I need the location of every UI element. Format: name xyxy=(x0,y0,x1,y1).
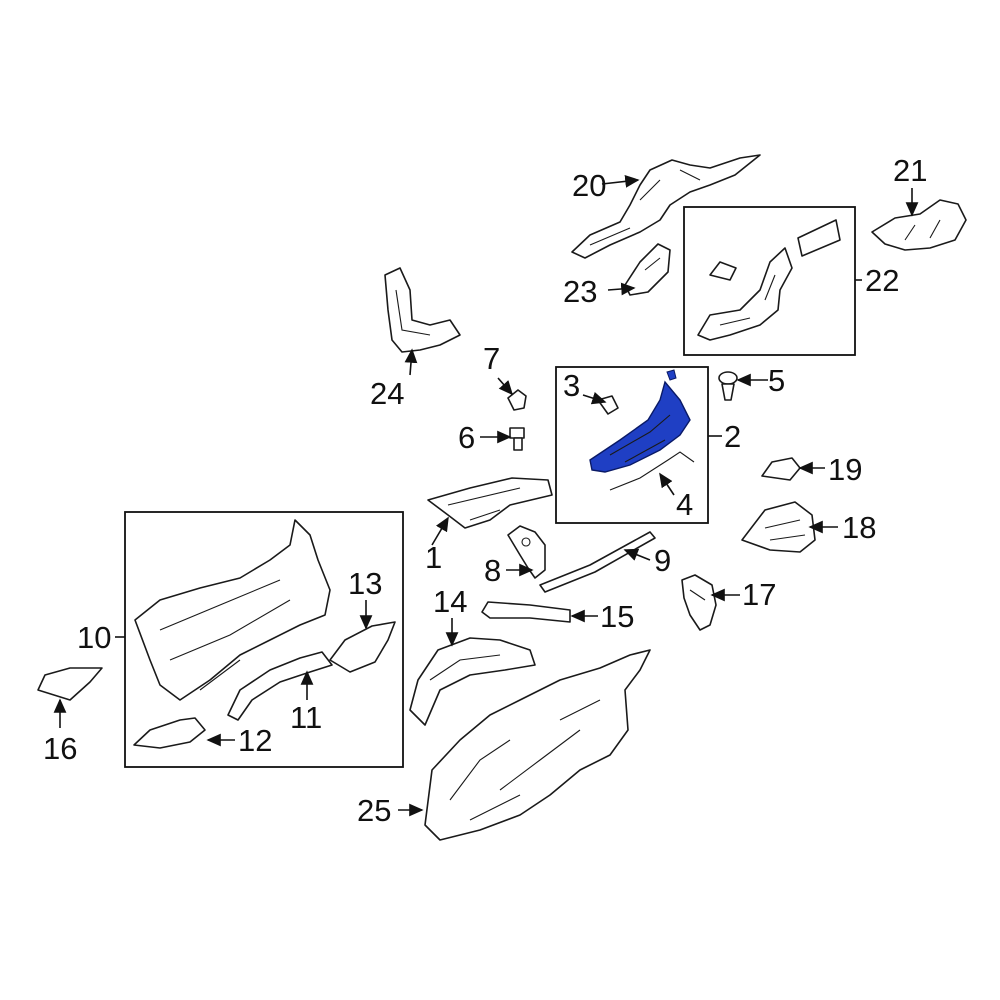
group-box-22 xyxy=(683,206,856,356)
callout-14[interactable]: 14 xyxy=(433,584,467,619)
group-box-2 xyxy=(555,366,709,524)
part-11[interactable] xyxy=(227,651,333,721)
callout-2[interactable]: 2 xyxy=(724,419,741,454)
part-17[interactable] xyxy=(681,574,717,631)
callout-23[interactable]: 23 xyxy=(563,274,597,309)
part-22[interactable] xyxy=(697,219,841,341)
part-16[interactable] xyxy=(37,667,103,701)
part-23[interactable] xyxy=(624,243,671,296)
callout-4[interactable]: 4 xyxy=(676,487,693,522)
callout-24[interactable]: 24 xyxy=(370,376,404,411)
callout-25[interactable]: 25 xyxy=(357,793,391,828)
callout-1[interactable]: 1 xyxy=(425,540,442,575)
part-10[interactable] xyxy=(134,519,331,701)
callout-17[interactable]: 17 xyxy=(742,577,776,612)
part-24[interactable] xyxy=(384,267,461,353)
part-5[interactable] xyxy=(718,371,738,401)
callout-20[interactable]: 20 xyxy=(572,168,606,203)
part-19[interactable] xyxy=(761,457,801,481)
group-box-10 xyxy=(124,511,404,768)
part-20[interactable] xyxy=(571,154,761,259)
part-25[interactable] xyxy=(424,649,651,841)
part-21[interactable] xyxy=(871,199,967,251)
callout-3[interactable]: 3 xyxy=(563,368,580,403)
part-15[interactable] xyxy=(481,601,571,623)
callout-18[interactable]: 18 xyxy=(842,510,876,545)
callout-5[interactable]: 5 xyxy=(768,363,785,398)
part-3[interactable] xyxy=(597,395,619,415)
part-9[interactable] xyxy=(539,531,656,593)
part-18[interactable] xyxy=(741,501,816,553)
callout-22[interactable]: 22 xyxy=(865,263,899,298)
callout-8[interactable]: 8 xyxy=(484,553,501,588)
callout-16[interactable]: 16 xyxy=(43,731,77,766)
leaders xyxy=(53,175,919,817)
callout-10[interactable]: 10 xyxy=(77,620,111,655)
callout-6[interactable]: 6 xyxy=(458,420,475,455)
callout-11[interactable]: 11 xyxy=(290,700,322,735)
callout-12[interactable]: 12 xyxy=(238,723,272,758)
part-12[interactable] xyxy=(133,717,206,749)
callout-19[interactable]: 19 xyxy=(828,452,862,487)
callout-15[interactable]: 15 xyxy=(600,599,634,634)
part-8[interactable] xyxy=(507,525,546,579)
callouts: 20 21 22 23 24 7 6 3 5 2 4 19 1 8 9 18 1… xyxy=(43,153,927,828)
part-1[interactable] xyxy=(427,477,553,529)
part-6[interactable] xyxy=(509,427,525,451)
callout-21[interactable]: 21 xyxy=(893,153,927,188)
callout-7[interactable]: 7 xyxy=(483,341,500,376)
callout-9[interactable]: 9 xyxy=(654,543,671,578)
part-4[interactable] xyxy=(609,451,695,491)
part-2-highlighted[interactable] xyxy=(589,369,691,473)
part-13[interactable] xyxy=(329,621,396,673)
part-14[interactable] xyxy=(409,637,536,726)
callout-13[interactable]: 13 xyxy=(348,566,382,601)
